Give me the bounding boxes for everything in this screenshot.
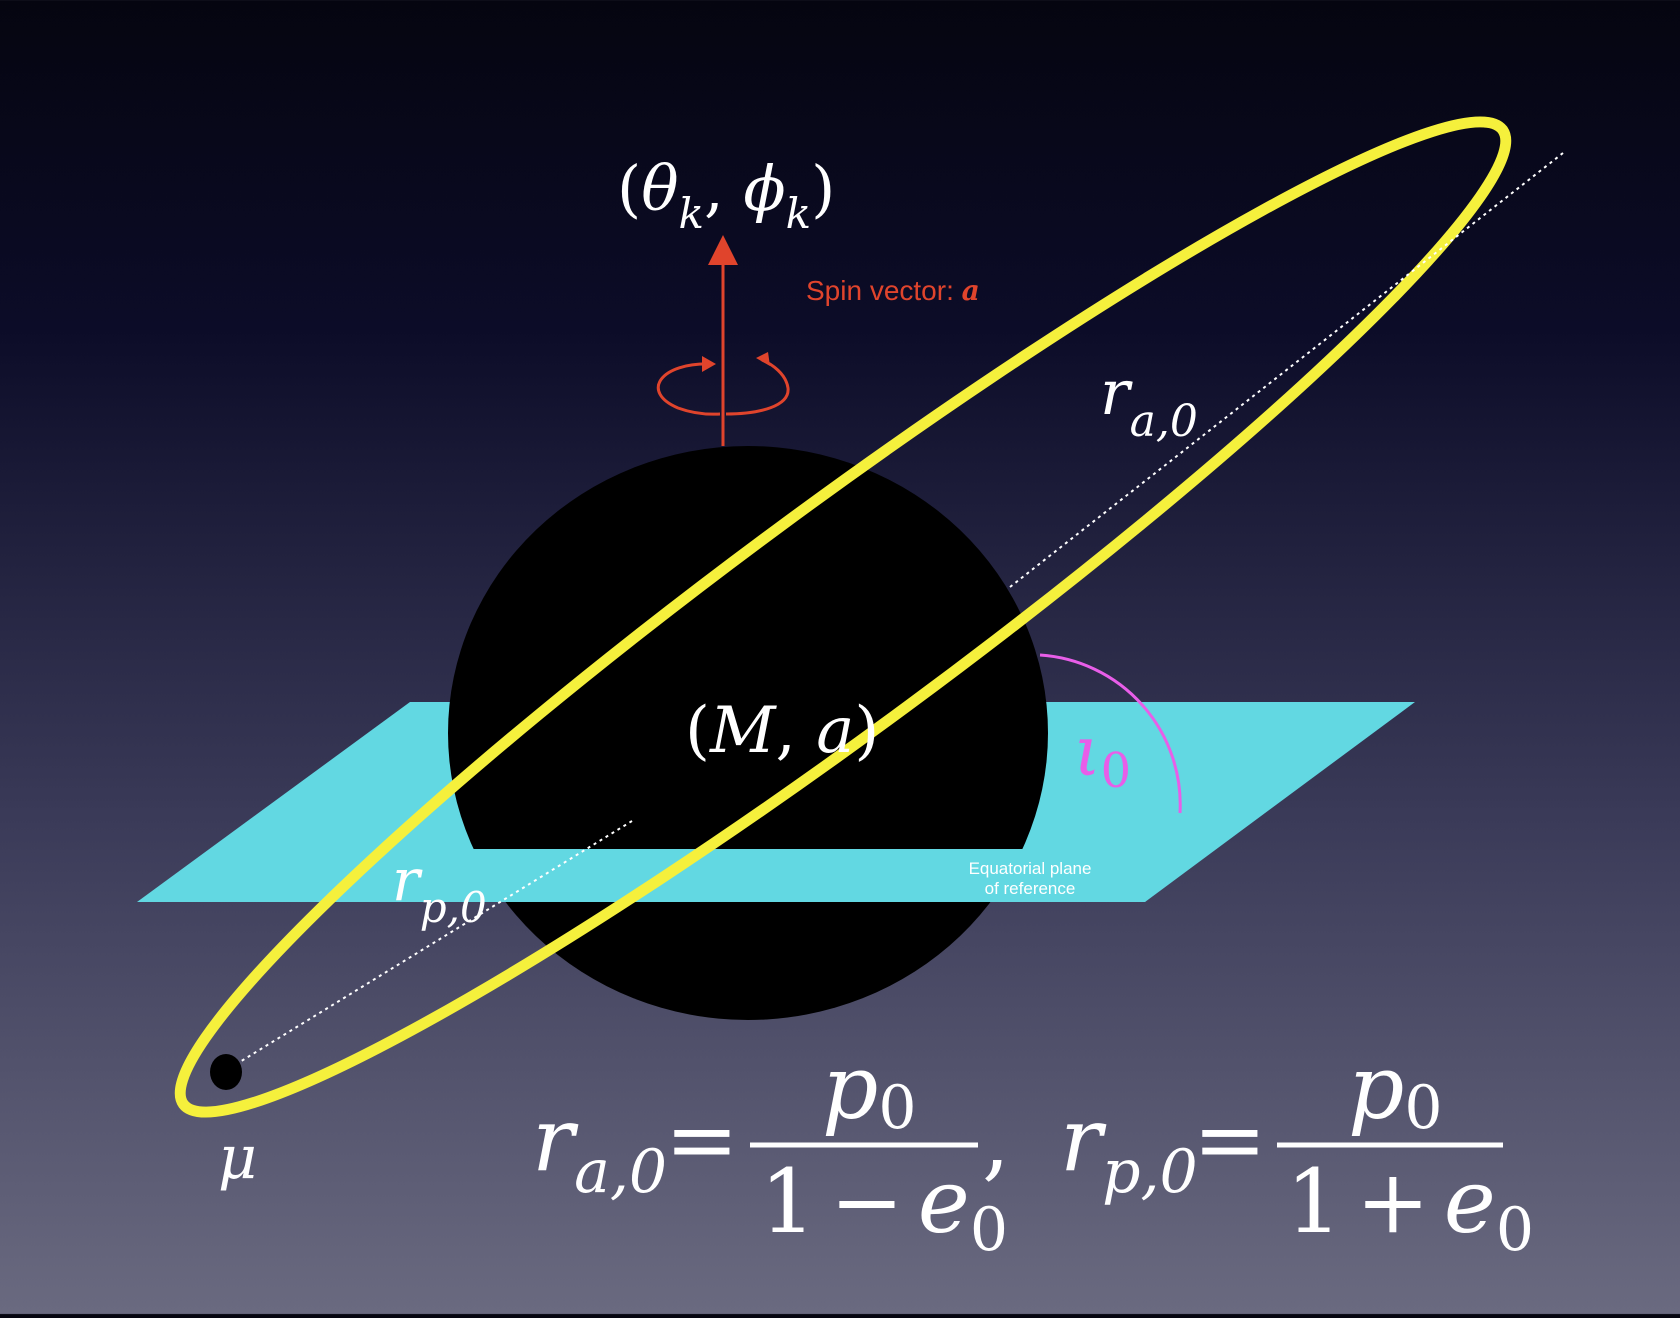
svg-text:1+e0: 1+e0 <box>1286 1150 1534 1265</box>
rotation-arrow-right-head <box>756 352 770 366</box>
svg-text:1−e0: 1−e0 <box>760 1150 1008 1265</box>
apoapsis-line <box>1009 152 1564 588</box>
black-hole-label: (M, a) <box>685 694 879 768</box>
periapsis-formula: rp,0 = p0 1+e0 <box>1060 1036 1534 1265</box>
svg-text:=: = <box>1193 1088 1267 1191</box>
svg-text:,: , <box>982 1088 1010 1191</box>
spin-vector-label: Spin vector: a <box>806 274 980 307</box>
small-body-label: μ <box>218 1123 257 1193</box>
svg-text:=: = <box>665 1088 739 1191</box>
rotation-arrow-left-head <box>702 356 716 372</box>
rotation-arrow-right <box>725 358 790 416</box>
plane-label: Equatorial plane <box>969 859 1092 878</box>
apoapsis-formula: ra,0 = p0 1−e0 , <box>532 1036 1010 1265</box>
rotation-arrow-left <box>656 362 721 416</box>
equatorial-plane-front <box>410 849 1190 902</box>
apoapsis-label: ra,0 <box>1100 356 1198 447</box>
svg-text:rp,0: rp,0 <box>1060 1088 1198 1207</box>
svg-text:p0: p0 <box>1348 1036 1443 1143</box>
inclination-label: ι0 <box>1074 713 1131 799</box>
spin-direction-label: (θk, ϕk) <box>617 152 835 238</box>
periapsis-label: rp,0 <box>392 846 487 932</box>
svg-text:ra,0: ra,0 <box>532 1088 667 1207</box>
svg-text:p0: p0 <box>822 1036 917 1143</box>
inclination-arc <box>1039 653 1182 814</box>
small-body <box>210 1054 242 1090</box>
orbit <box>174 116 1512 1118</box>
periapsis-line <box>229 820 633 1069</box>
plane-label-line2: of reference <box>985 879 1076 898</box>
